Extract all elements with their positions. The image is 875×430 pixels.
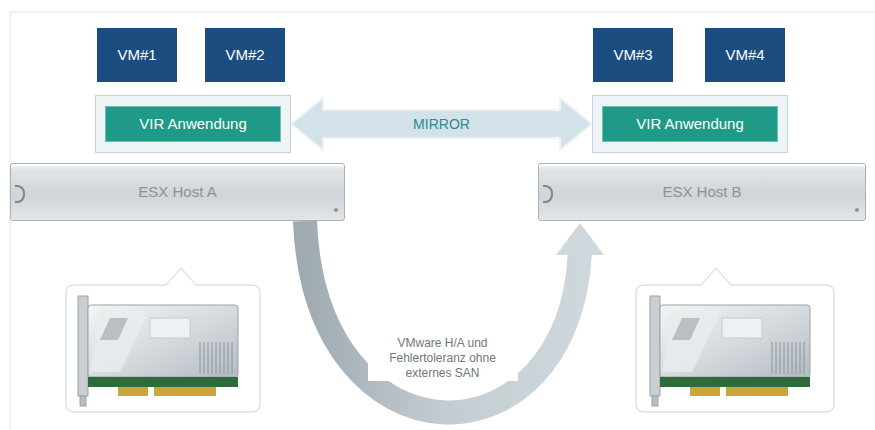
vm-box: VM#3	[593, 28, 673, 82]
server-chassis: ESX Host A	[10, 163, 345, 221]
vm-label: VM#1	[117, 46, 156, 64]
pcie-card	[78, 296, 238, 406]
edge-label: VMware H/A und Fehlertoleranz ohne exter…	[368, 336, 518, 381]
callout-box	[636, 268, 834, 412]
frame-line	[10, 12, 875, 430]
application-box: VIR Anwendung	[592, 95, 788, 153]
chassis-led	[334, 208, 338, 212]
connector	[291, 98, 592, 150]
host-label: ESX Host A	[138, 183, 216, 201]
host-label: ESX Host B	[662, 183, 741, 201]
pcie-card	[650, 296, 810, 406]
vm-label: VM#3	[613, 46, 652, 64]
callout-box	[66, 268, 260, 412]
vm-label: VM#4	[725, 46, 764, 64]
chassis-led	[855, 208, 859, 212]
vm-box: VM#1	[97, 28, 177, 82]
application-box: VIR Anwendung	[95, 95, 291, 153]
server-chassis: ESX Host B	[538, 163, 866, 221]
application-label: VIR Anwendung	[105, 106, 281, 142]
vm-box: VM#2	[205, 28, 285, 82]
edge-label: MIRROR	[409, 115, 474, 134]
application-label: VIR Anwendung	[602, 106, 778, 142]
chassis-handle	[15, 185, 25, 203]
vm-label: VM#2	[225, 46, 264, 64]
vm-box: VM#4	[705, 28, 785, 82]
chassis-handle	[543, 185, 553, 203]
connector	[305, 221, 604, 412]
